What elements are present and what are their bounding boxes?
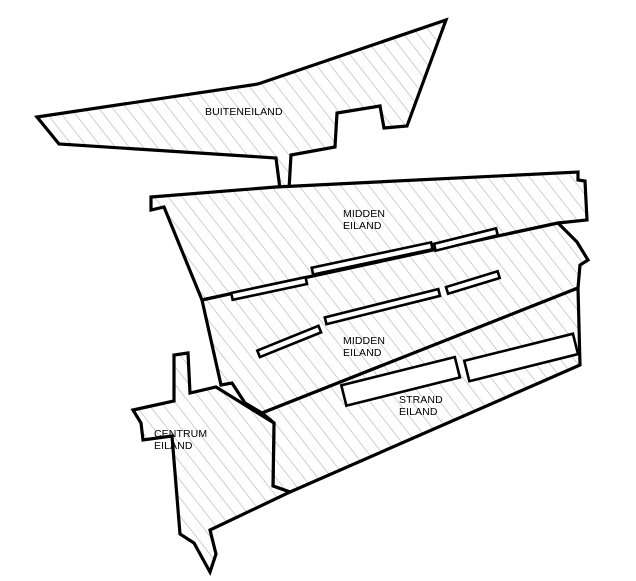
- label-centrum-eiland-2: EILAND: [154, 440, 193, 452]
- jetty-strip-8: [339, 355, 462, 408]
- label-midden-eiland-north-1: MIDDEN: [343, 208, 385, 220]
- jetty-strip-2: [310, 240, 435, 277]
- buiteneiland-island: [33, 17, 449, 191]
- label-centrum-eiland-1: CENTRUM: [154, 428, 207, 440]
- jetty-strip-6: [444, 269, 502, 296]
- jetty-strip-7: [462, 332, 580, 383]
- jetty-strip-3: [432, 226, 500, 253]
- label-buiteneiland: BUITENEILAND: [205, 106, 283, 118]
- label-midden-eiland-south-2: EILAND: [343, 347, 382, 359]
- canal-strips: [229, 226, 580, 408]
- label-midden-eiland-south-1: MIDDEN: [343, 335, 385, 347]
- jetty-strip-4: [255, 324, 323, 359]
- centrum-eiland-island: [130, 351, 295, 576]
- midden-eiland-north-island: [149, 170, 589, 302]
- label-strand-eiland-1: STRAND: [399, 394, 443, 406]
- label-strand-eiland-2: EILAND: [399, 406, 438, 418]
- jetty-strip-5: [323, 287, 442, 326]
- jetty-strip-1: [229, 275, 309, 302]
- label-midden-eiland-north-2: EILAND: [343, 220, 382, 232]
